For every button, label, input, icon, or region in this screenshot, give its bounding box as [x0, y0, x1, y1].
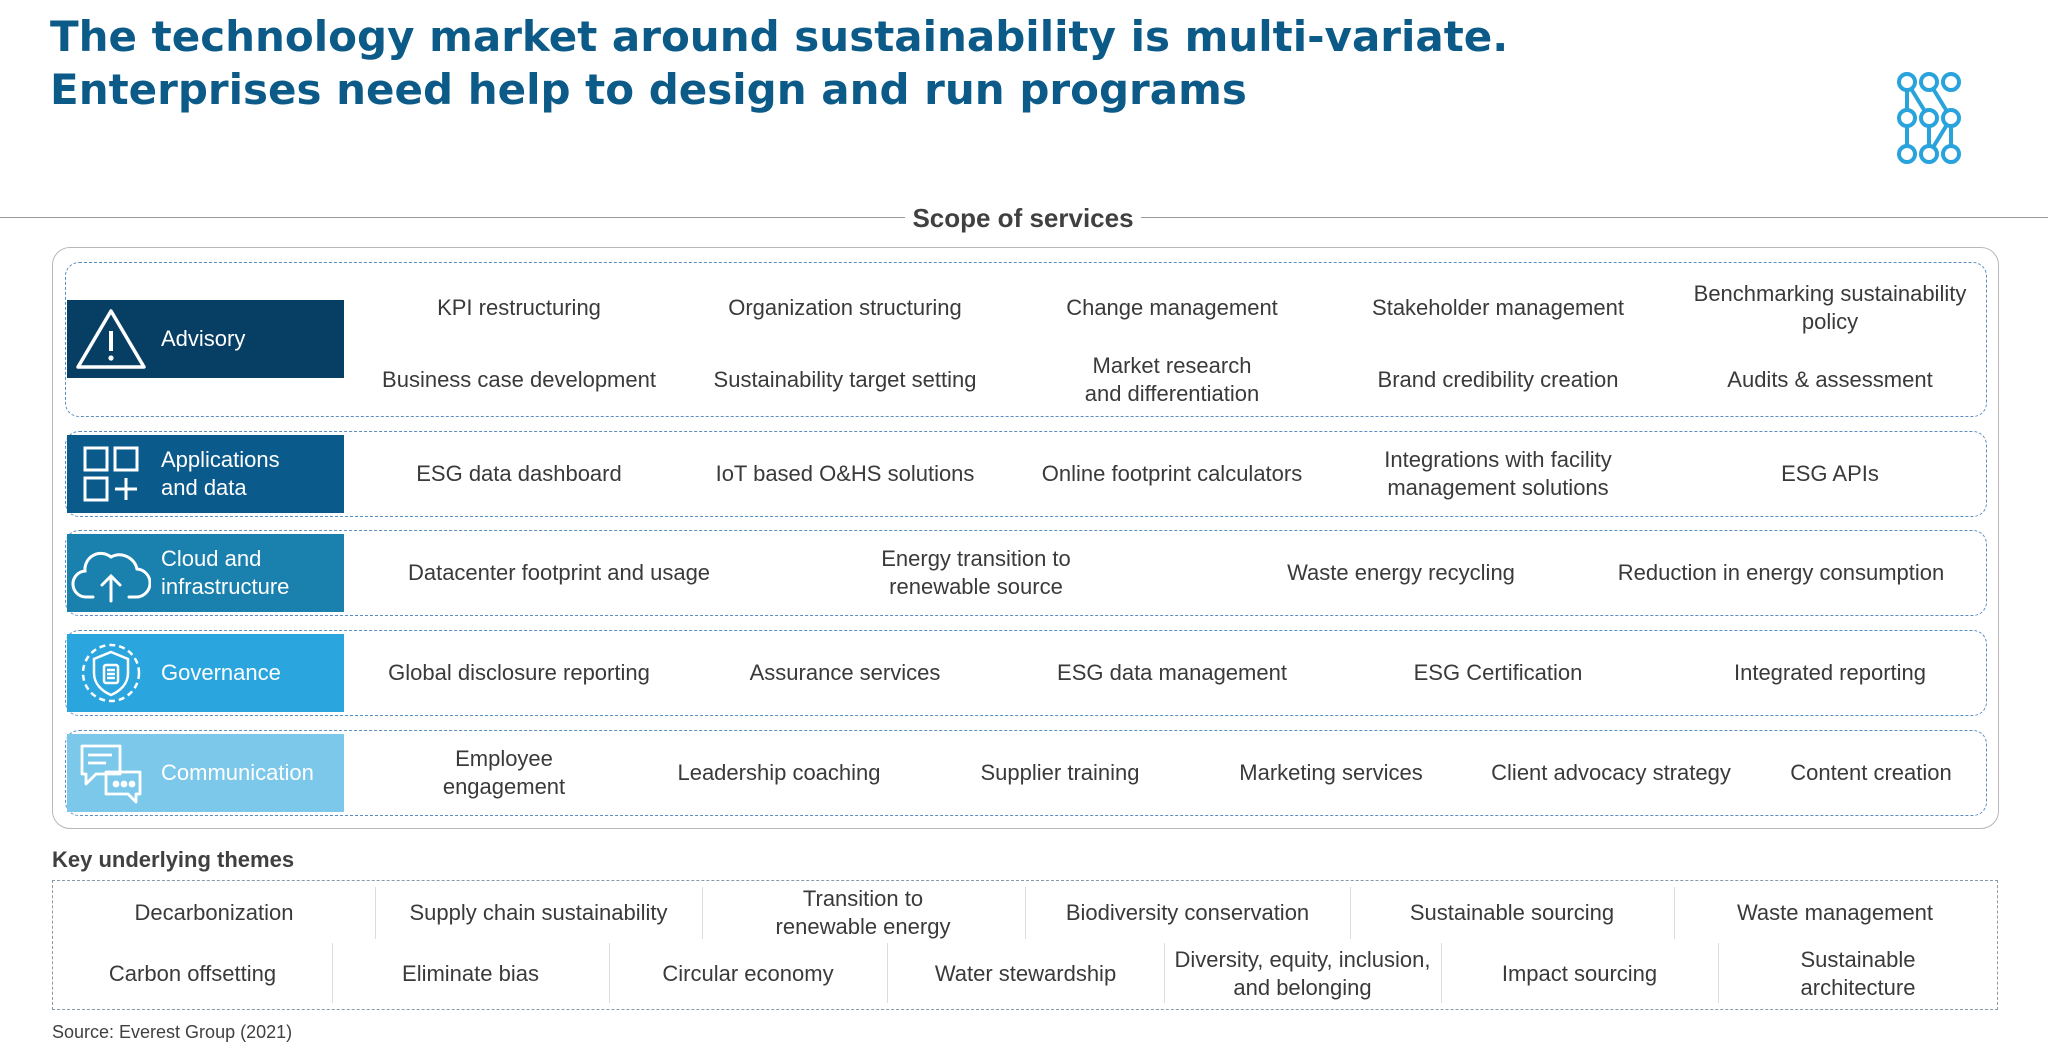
row-label-text: Communication	[161, 760, 314, 785]
service-item: Organization structuring	[728, 295, 962, 320]
service-item: Audits & assessment	[1727, 367, 1933, 392]
theme-separator	[702, 887, 703, 939]
row-label-governance: Governance	[67, 634, 344, 712]
theme-item: Diversity, equity, inclusion, and belong…	[1174, 947, 1431, 1000]
theme-item: Sustainable sourcing	[1409, 900, 1615, 925]
row-governance: Governance Global disclosure reporting A…	[65, 630, 1987, 716]
service-item: Reduction in energy consumption	[1617, 560, 1945, 585]
service-item: Integrated reporting	[1733, 660, 1927, 685]
theme-item: Supply chain sustainability	[409, 900, 668, 925]
theme-separator	[1674, 887, 1675, 939]
theme-item: Waste management	[1736, 900, 1934, 925]
service-item: Business case development	[382, 367, 656, 392]
theme-separator	[1025, 887, 1026, 939]
theme-separator	[887, 943, 888, 1003]
theme-item: Carbon offsetting	[108, 961, 277, 986]
theme-separator	[609, 943, 610, 1003]
row-label-text: Advisory	[161, 326, 246, 351]
service-item: Waste energy recycling	[1287, 560, 1515, 585]
themes-title: Key underlying themes	[52, 847, 295, 872]
cloud-upload-icon	[67, 535, 155, 611]
theme-item: Transition to renewable energy	[775, 886, 951, 939]
theme-item: Decarbonization	[134, 900, 294, 925]
theme-item: Biodiversity conservation	[1065, 900, 1310, 925]
scope-title: Scope of services	[905, 200, 1141, 236]
theme-item: Circular economy	[662, 961, 834, 986]
service-item: Marketing services	[1239, 760, 1423, 785]
service-item: Integrations with facility management so…	[1384, 447, 1612, 500]
service-item: Stakeholder management	[1372, 295, 1624, 320]
service-item: ESG Certification	[1413, 660, 1583, 685]
service-item: ESG data dashboard	[416, 461, 622, 486]
service-item: Energy transition to renewable source	[881, 546, 1071, 599]
chat-bubbles-icon	[67, 735, 155, 811]
warning-triangle-icon	[67, 301, 155, 377]
theme-separator	[1718, 943, 1719, 1003]
row-communication: Communication Employee engagement Leader…	[65, 730, 1987, 816]
row-applications-and-data: Applications and data ESG data dashboard…	[65, 431, 1987, 517]
shield-gear-icon	[67, 635, 155, 711]
row-advisory: Advisory KPI restructuring Organization …	[65, 262, 1987, 417]
service-item: Content creation	[1790, 760, 1952, 785]
row-label-cloud: Cloud and infrastructure	[67, 534, 344, 612]
service-item: Change management	[1066, 295, 1278, 320]
row-cloud-and-infrastructure: Cloud and infrastructure Datacenter foot…	[65, 530, 1987, 616]
service-item: Sustainability target setting	[713, 367, 977, 392]
theme-separator	[375, 887, 376, 939]
service-item: IoT based O&HS solutions	[715, 461, 975, 486]
theme-item: Water stewardship	[934, 961, 1117, 986]
service-item: Online footprint calculators	[1041, 461, 1303, 486]
theme-separator	[1350, 887, 1351, 939]
row-label-text: Governance	[161, 660, 281, 685]
theme-separator	[1441, 943, 1442, 1003]
row-label-text: Applications and data	[161, 447, 280, 500]
themes-box: Decarbonization Supply chain sustainabil…	[52, 880, 1998, 1010]
service-item: KPI restructuring	[437, 295, 601, 320]
theme-item: Eliminate bias	[402, 961, 539, 986]
theme-separator	[1164, 943, 1165, 1003]
row-label-communication: Communication	[67, 734, 344, 812]
service-item: ESG APIs	[1781, 461, 1879, 486]
service-item: Supplier training	[980, 760, 1140, 785]
service-item: Datacenter footprint and usage	[407, 560, 711, 585]
service-item: Benchmarking sustainability policy	[1693, 281, 1967, 334]
service-item: Brand credibility creation	[1377, 367, 1619, 392]
theme-item: Sustainable architecture	[1800, 947, 1916, 1000]
app-grid-icon	[67, 436, 155, 512]
source-note: Source: Everest Group (2021)	[52, 1022, 293, 1042]
row-label-applications: Applications and data	[67, 435, 344, 513]
service-item: Employee engagement	[442, 746, 566, 799]
theme-separator	[332, 943, 333, 1003]
service-item: Market research and differentiation	[1084, 353, 1260, 406]
service-item: Assurance services	[749, 660, 941, 685]
everest-network-logo-icon	[1897, 72, 1961, 164]
page-title: The technology market around sustainabil…	[50, 12, 1509, 114]
scope-frame	[52, 247, 1999, 829]
service-item: ESG data management	[1057, 660, 1287, 685]
theme-item: Impact sourcing	[1501, 961, 1658, 986]
row-label-text: Cloud and infrastructure	[161, 546, 290, 599]
row-label-advisory: Advisory	[67, 300, 344, 378]
service-item: Leadership coaching	[677, 760, 881, 785]
service-item: Global disclosure reporting	[388, 660, 650, 685]
service-item: Client advocacy strategy	[1491, 760, 1731, 785]
